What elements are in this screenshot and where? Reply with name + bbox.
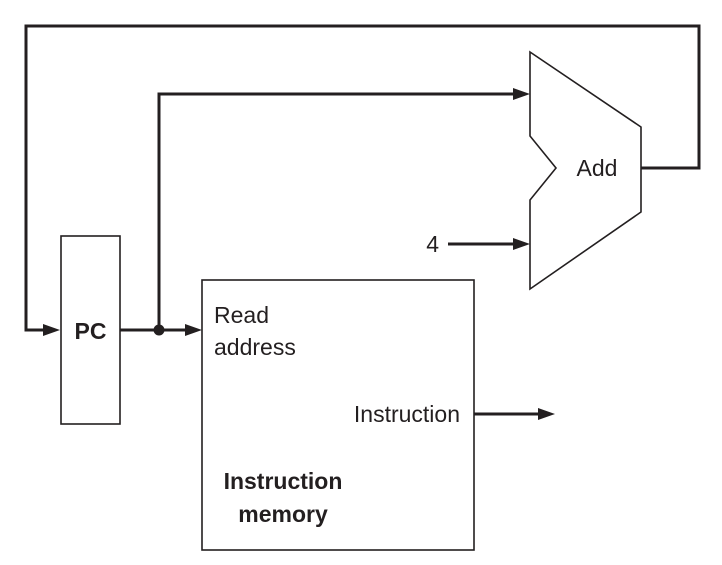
- instruction-output-arrowhead: [538, 408, 555, 420]
- adder-bottom-input-arrowhead: [513, 238, 530, 250]
- read-address-label-line2: address: [214, 334, 296, 360]
- constant-four-label: 4: [426, 231, 439, 257]
- pc-to-adder-wire: [157, 92, 520, 330]
- instruction-memory-title-line1: Instruction: [224, 468, 343, 494]
- instruction-memory-title-line2: memory: [238, 501, 328, 527]
- adder-top-input-arrowhead: [513, 88, 530, 100]
- read-address-label-line1: Read: [214, 302, 269, 328]
- read-address-arrowhead: [185, 324, 202, 336]
- adder-label: Add: [577, 155, 618, 181]
- pc-input-arrowhead: [43, 324, 60, 336]
- feedback-wire: [24, 24, 701, 332]
- instruction-memory-block: [201, 279, 475, 551]
- instruction-port-label: Instruction: [354, 401, 460, 427]
- adder-unit: [529, 50, 642, 291]
- pc-label: PC: [75, 318, 107, 344]
